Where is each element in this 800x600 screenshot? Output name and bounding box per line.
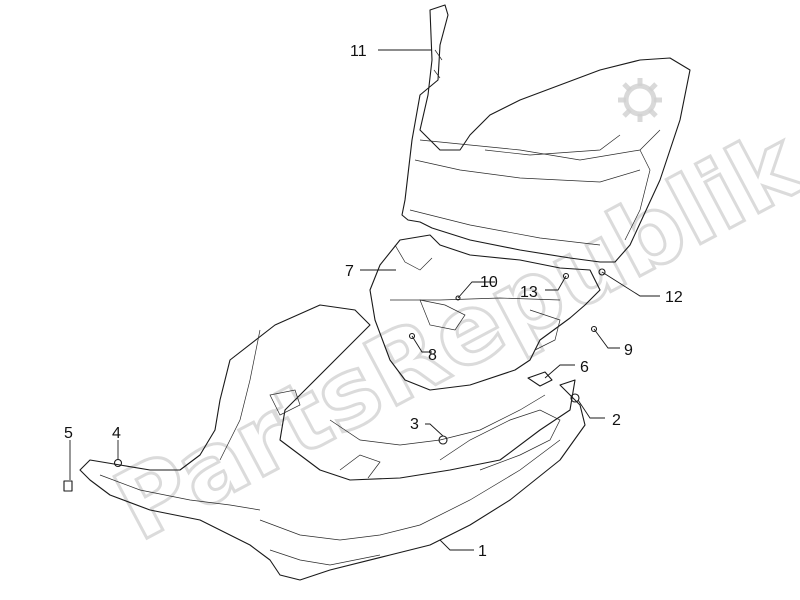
part-bracket [527,371,553,387]
gear-logo-icon [618,78,662,122]
leader-lines [69,49,660,551]
part-leg-shield [369,234,601,391]
callout-5: 5 [64,425,73,442]
part-front-shield [401,4,691,263]
callout-1: 1 [478,543,487,560]
callout-6: 6 [580,359,589,376]
part-footboard [79,304,586,581]
callouts: 11 7 10 13 12 8 9 6 2 3 4 5 1 [64,43,683,560]
callout-12: 12 [665,289,683,306]
callout-2: 2 [612,412,621,429]
callout-4: 4 [112,425,121,442]
callout-13: 13 [520,284,538,301]
callout-9: 9 [624,342,633,359]
callout-7: 7 [345,263,354,280]
fasteners [63,268,606,492]
callout-8: 8 [428,347,437,364]
watermark: PartsRepublik [96,106,800,564]
callout-3: 3 [410,416,419,433]
callout-10: 10 [480,274,498,291]
watermark-text: PartsRepublik [97,107,800,562]
callout-11: 11 [350,43,367,60]
